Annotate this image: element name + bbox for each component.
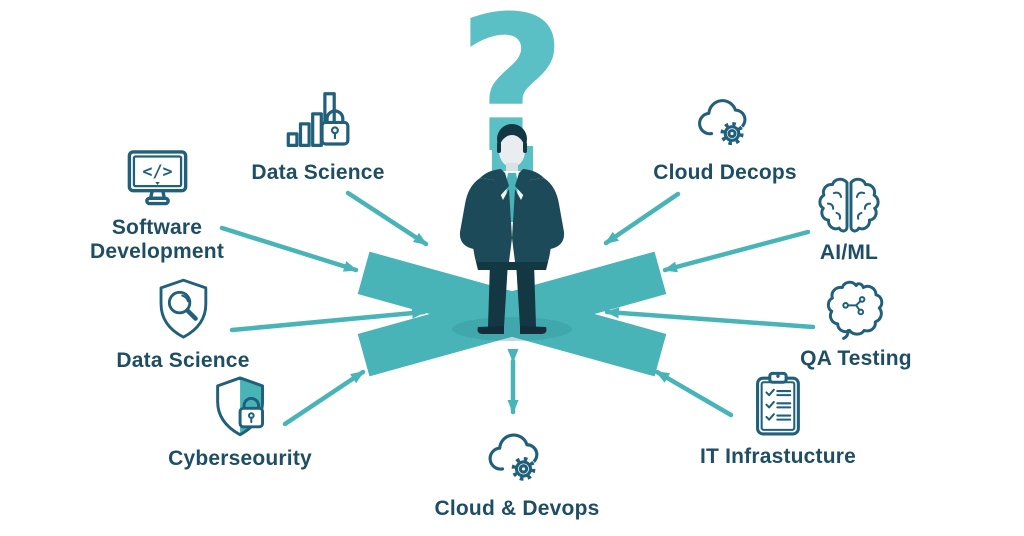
node-label: QA Testing xyxy=(800,347,912,370)
node-label: Software Development xyxy=(89,216,225,263)
brain-icon xyxy=(816,172,882,234)
arrow-cybersecurity xyxy=(282,369,366,427)
shield-lock-icon xyxy=(207,374,273,440)
node-cloud-decops: Cloud Decops xyxy=(653,90,797,185)
arrow-data-science-left xyxy=(229,307,427,333)
node-label: Data Science xyxy=(251,161,385,184)
node-label: Cloud & Devops xyxy=(434,497,600,520)
arrow-ai-ml xyxy=(662,229,811,273)
node-cybersecurity: Cyberseourity xyxy=(168,374,312,471)
node-data-science-left: Data Science xyxy=(116,276,249,373)
node-it-infrastructure: IT Infrastucture xyxy=(700,370,856,469)
monitor-code-icon: </> xyxy=(119,145,195,209)
node-label: Data Science xyxy=(116,349,250,372)
clipboard-checklist-icon xyxy=(746,370,810,438)
node-data-science-top: Data Science xyxy=(251,88,384,185)
node-label: IT Infrastucture xyxy=(699,445,857,468)
arrow-software-development xyxy=(219,225,359,273)
arrow-cloud-decops xyxy=(603,191,681,246)
barchart-lock-icon xyxy=(282,88,354,154)
node-label: Cyberseourity xyxy=(168,447,312,470)
arrow-qa-testing xyxy=(604,307,816,330)
arrows xyxy=(219,190,816,427)
node-label: AI/ML xyxy=(819,241,879,264)
node-label: Cloud Decops xyxy=(653,161,797,184)
shield-magnifier-icon xyxy=(151,276,215,342)
cloud-gear-icon xyxy=(482,424,552,490)
node-qa-testing: QA Testing xyxy=(800,276,912,371)
node-cloud-devops: Cloud & Devops xyxy=(435,424,600,521)
cloud-gear-icon xyxy=(691,90,759,154)
brain-circuit-icon xyxy=(823,276,889,340)
arrow-it-infrastructure xyxy=(654,369,734,418)
crossroads-x xyxy=(357,251,667,377)
arrow-data-science-top xyxy=(345,190,429,247)
man-figure xyxy=(452,124,572,341)
node-software-development: </> Software Development xyxy=(70,145,245,264)
node-ai-ml: AI/ML xyxy=(816,172,882,265)
svg-text:</>: </> xyxy=(142,161,172,181)
